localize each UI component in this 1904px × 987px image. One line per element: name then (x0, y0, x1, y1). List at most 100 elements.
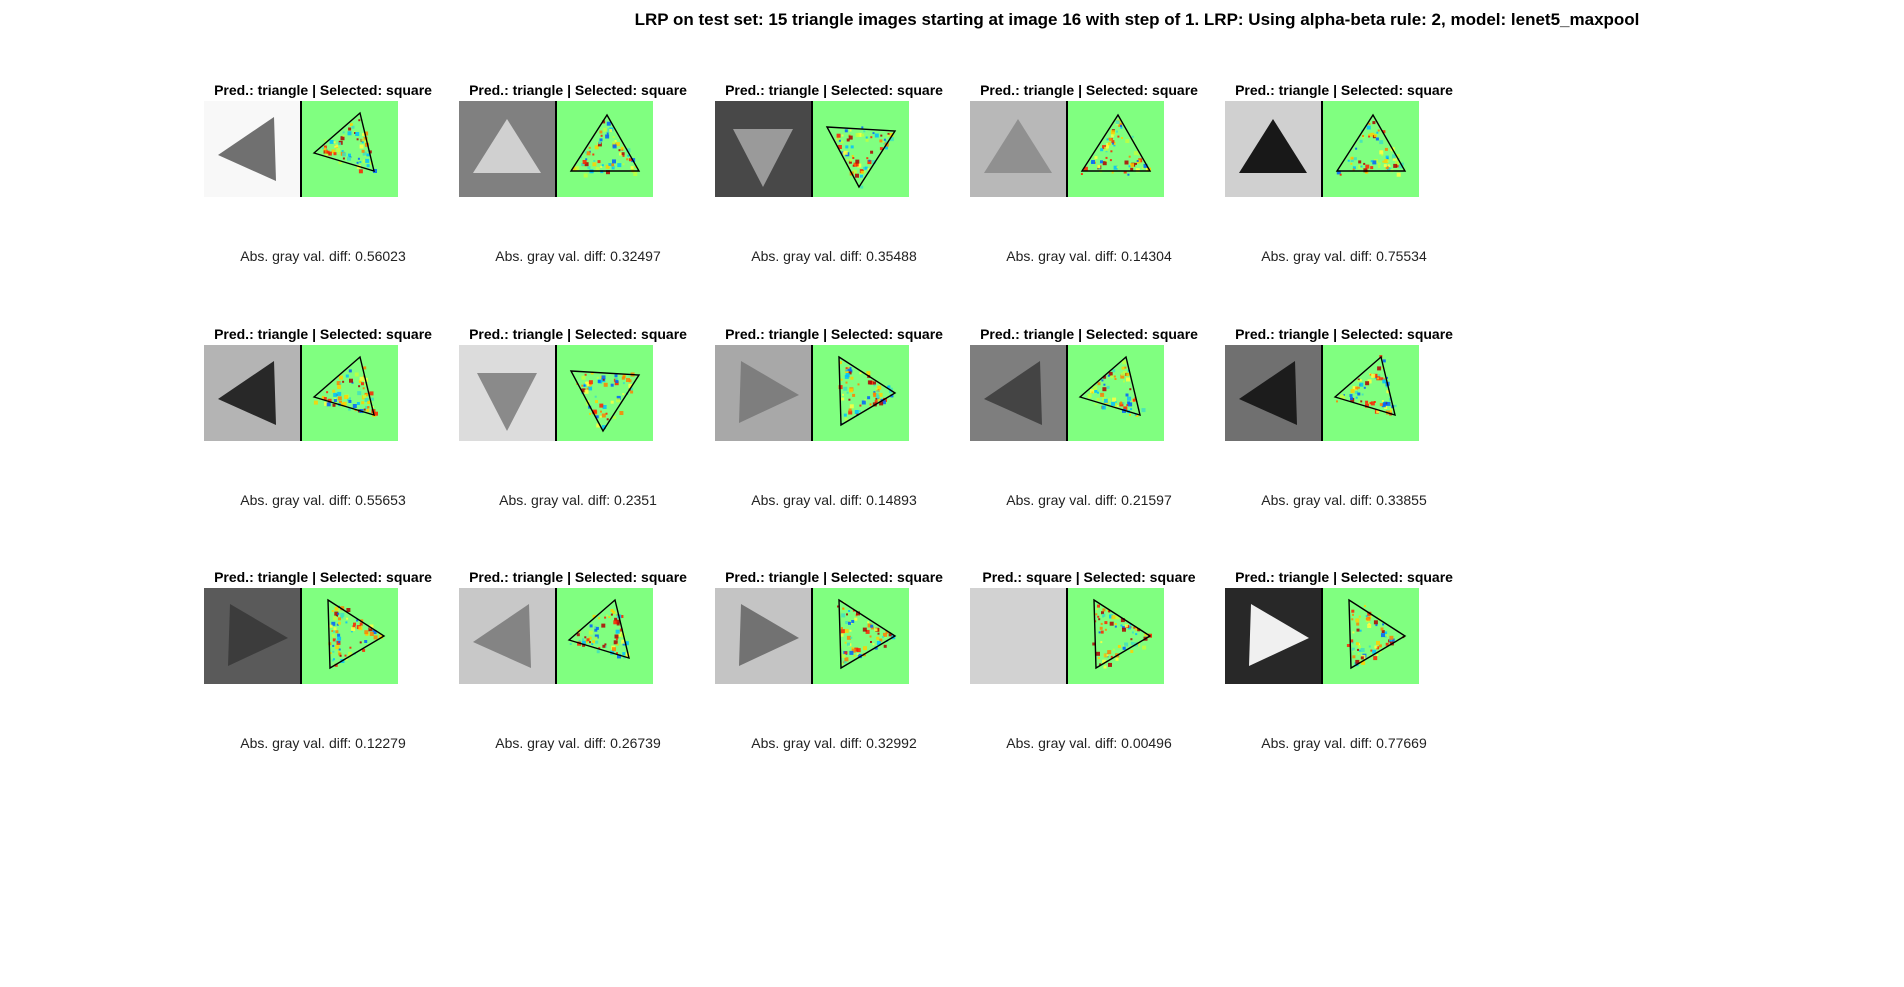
input-triangle (1239, 361, 1297, 425)
image-divider (1321, 588, 1323, 684)
triangle-outline (1093, 598, 1152, 670)
heatmap-relevance (835, 126, 894, 189)
figure-title: LRP on test set: 15 triangle images star… (634, 10, 1640, 29)
panel-title: Pred.: square | Selected: square (982, 569, 1196, 585)
panel-caption: Abs. gray val. diff: 0.32992 (751, 735, 917, 751)
panel-caption: Abs. gray val. diff: 0.35488 (751, 248, 917, 264)
panel-title: Pred.: triangle | Selected: square (725, 569, 943, 585)
panel-title: Pred.: triangle | Selected: square (1235, 82, 1453, 98)
image-divider (1066, 101, 1068, 197)
panel-title: Pred.: triangle | Selected: square (214, 326, 432, 342)
heatmap-background (1323, 345, 1419, 441)
input-triangle (984, 361, 1042, 425)
heatmap-background (557, 101, 653, 197)
panel-title: Pred.: triangle | Selected: square (469, 569, 687, 585)
triangle-outline (567, 598, 630, 660)
heatmap-background (813, 345, 909, 441)
heatmap-background (302, 345, 398, 441)
image-divider (1066, 345, 1068, 441)
panel-image-pair (459, 588, 653, 684)
input-triangle (1249, 604, 1309, 666)
panel-caption: Abs. gray val. diff: 0.32497 (495, 248, 661, 264)
panel-caption: Abs. gray val. diff: 0.26739 (495, 735, 661, 751)
image-divider (1321, 345, 1323, 441)
triangle-outline (1348, 598, 1407, 670)
triangle-outline (1335, 113, 1407, 172)
triangle-outline (569, 113, 641, 172)
panel-image-pair (204, 345, 398, 441)
heatmap-relevance (1087, 360, 1146, 417)
panel-title: Pred.: triangle | Selected: square (980, 82, 1198, 98)
panel-image-pair (970, 588, 1164, 684)
triangle-outline (312, 111, 375, 173)
panel-image-pair (1225, 588, 1419, 684)
image-divider (300, 588, 302, 684)
panel-image-pair (715, 588, 909, 684)
input-triangle (228, 604, 288, 666)
image-divider (1066, 588, 1068, 684)
heatmap-background (1068, 345, 1164, 441)
panel-caption: Abs. gray val. diff: 0.14893 (751, 492, 917, 508)
panel-caption: Abs. gray val. diff: 0.21597 (1006, 492, 1172, 508)
image-divider (1321, 101, 1323, 197)
panel-title: Pred.: triangle | Selected: square (725, 82, 943, 98)
panel-image-pair (715, 101, 909, 197)
triangle-outline (838, 598, 897, 670)
heatmap-relevance (573, 120, 638, 178)
image-divider (300, 345, 302, 441)
triangle-outline (569, 370, 641, 433)
input-triangle (984, 119, 1052, 173)
panel-caption: Abs. gray val. diff: 0.33855 (1261, 492, 1427, 508)
triangle-outline (312, 355, 375, 417)
input-triangle (739, 361, 799, 423)
heatmap-background (1068, 101, 1164, 197)
heatmap-relevance (328, 605, 383, 667)
triangle-outline (838, 355, 897, 427)
panel-title: Pred.: triangle | Selected: square (725, 326, 943, 342)
image-divider (811, 588, 813, 684)
panel-caption: Abs. gray val. diff: 0.77669 (1261, 735, 1427, 751)
panel-caption: Abs. gray val. diff: 0.12279 (240, 735, 406, 751)
heatmap-background (557, 345, 653, 441)
triangle-outline (1078, 355, 1141, 417)
panel-image-pair (715, 345, 909, 441)
panel-title: Pred.: triangle | Selected: square (469, 326, 687, 342)
image-divider (811, 345, 813, 441)
heatmap-background (1323, 101, 1419, 197)
panel-image-pair (970, 345, 1164, 441)
panel-title: Pred.: triangle | Selected: square (214, 569, 432, 585)
panel-image-pair (970, 101, 1164, 197)
panel-caption: Abs. gray val. diff: 0.55653 (240, 492, 406, 508)
panel-image-pair (459, 101, 653, 197)
panel-title: Pred.: triangle | Selected: square (980, 326, 1198, 342)
panel-image-pair (204, 588, 398, 684)
triangle-outline (327, 598, 386, 670)
input-triangle (994, 604, 1054, 666)
input-triangle (473, 119, 541, 173)
panel-title: Pred.: triangle | Selected: square (1235, 569, 1453, 585)
image-divider (555, 588, 557, 684)
input-triangle (218, 117, 276, 181)
panel-image-pair (1225, 101, 1419, 197)
panel-title: Pred.: triangle | Selected: square (1235, 326, 1453, 342)
heatmap-relevance (837, 601, 896, 665)
image-divider (300, 101, 302, 197)
triangle-outline (1333, 355, 1396, 417)
panel-image-pair (459, 345, 653, 441)
panel-caption: Abs. gray val. diff: 0.56023 (240, 248, 406, 264)
panel-title: Pred.: triangle | Selected: square (469, 82, 687, 98)
